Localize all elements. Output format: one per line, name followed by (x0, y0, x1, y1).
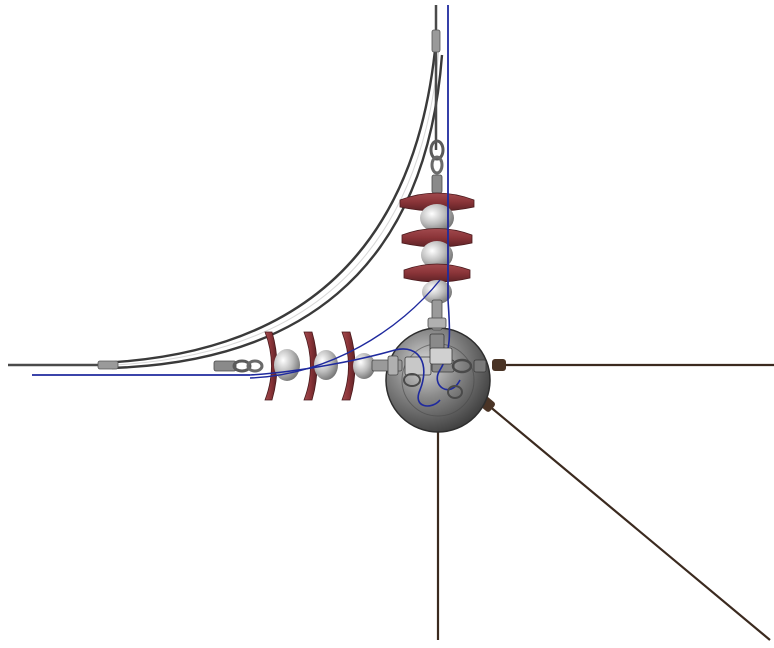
hub-front-hardware (403, 347, 487, 399)
horizontal-line-clamp (97, 360, 119, 370)
vertical-insulator-string (399, 139, 475, 353)
jumper-cable-highlight (105, 47, 440, 366)
brace-rod-diagonal (487, 404, 771, 641)
vertical-hardware (427, 299, 447, 353)
conductor-lines (32, 5, 461, 407)
insulator-disc-icon (401, 228, 473, 269)
rod-end-fitting-right (492, 359, 506, 371)
insulator-disc-icon (264, 331, 300, 401)
chain-link-icon (213, 359, 264, 373)
insulator-disc-icon (341, 331, 375, 401)
conductor-cross-jumper (249, 279, 441, 379)
insulator-disc-icon (403, 263, 471, 304)
jumper-cables (99, 39, 444, 370)
jumper-cable-outer (99, 39, 438, 365)
chain-link-icon (429, 139, 445, 194)
insulator-disc-icon (399, 192, 475, 232)
jumper-cable-inner (111, 54, 444, 370)
vertical-line-clamp (431, 29, 441, 53)
